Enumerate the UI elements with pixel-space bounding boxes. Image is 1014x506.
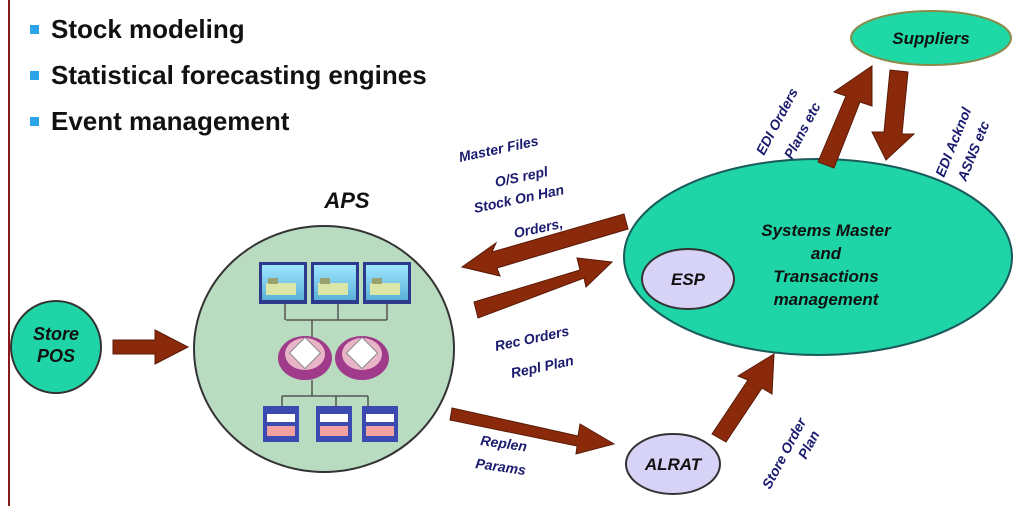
store-pos-node	[10, 300, 102, 394]
systems-master-node	[623, 158, 1013, 356]
bullet-square-icon	[30, 116, 39, 126]
alrat-label: ALRAT	[644, 455, 703, 474]
arrow-systems-to-aps	[460, 213, 629, 277]
store-pos-label-line1: Store	[33, 324, 79, 344]
arrow-suppliers-to-systems	[871, 69, 916, 161]
arrow-systems-to-suppliers	[817, 65, 873, 169]
monitor-icon	[259, 262, 307, 304]
chip-icon	[335, 336, 389, 380]
arrow-aps-to-systems	[473, 257, 614, 319]
flow-label-replen: Replen	[480, 432, 528, 454]
arrow-alrat-to-systems	[711, 353, 775, 443]
bullet-list: Stock modeling Statistical forecasting e…	[30, 6, 427, 144]
systems-label-line3: Transactions	[773, 267, 879, 286]
suppliers-label: Suppliers	[892, 29, 969, 48]
bullet-square-icon	[30, 24, 39, 34]
monitor-icon	[311, 262, 359, 304]
left-border-rule	[8, 0, 10, 506]
server-icon	[316, 406, 352, 442]
chip-icon	[278, 336, 332, 380]
flow-label-stock-on-han: Stock On Han	[472, 181, 565, 216]
systems-label-line4: management	[774, 290, 880, 309]
bullet-square-icon	[30, 70, 39, 80]
flow-label-repl-plan: Repl Plan	[509, 352, 575, 381]
bullet-text: Event management	[51, 105, 290, 136]
bullet-item: Event management	[30, 98, 427, 144]
esp-label: ESP	[671, 270, 706, 289]
esp-node	[641, 248, 735, 310]
aps-connectors	[281, 302, 388, 406]
bullet-text: Statistical forecasting engines	[51, 59, 427, 90]
store-pos-label-line2: POS	[37, 346, 75, 366]
systems-label-line1: Systems Master	[761, 221, 892, 240]
flow-label-master-files: Master Files	[457, 132, 540, 165]
bullet-item: Statistical forecasting engines	[30, 52, 427, 98]
bullet-text: Stock modeling	[51, 13, 245, 44]
systems-label-line2: and	[811, 244, 842, 263]
flow-label-params: Params	[475, 455, 528, 478]
arrow-aps-to-alrat	[449, 407, 616, 455]
aps-title: APS	[323, 188, 370, 213]
server-icon	[263, 406, 299, 442]
flow-label-rec-orders: Rec Orders	[493, 323, 570, 354]
monitor-icon	[363, 262, 411, 304]
suppliers-node	[850, 10, 1012, 66]
bullet-item: Stock modeling	[30, 6, 427, 52]
arrow-pos-to-aps	[112, 329, 190, 365]
server-icon	[362, 406, 398, 442]
alrat-node	[625, 433, 721, 495]
